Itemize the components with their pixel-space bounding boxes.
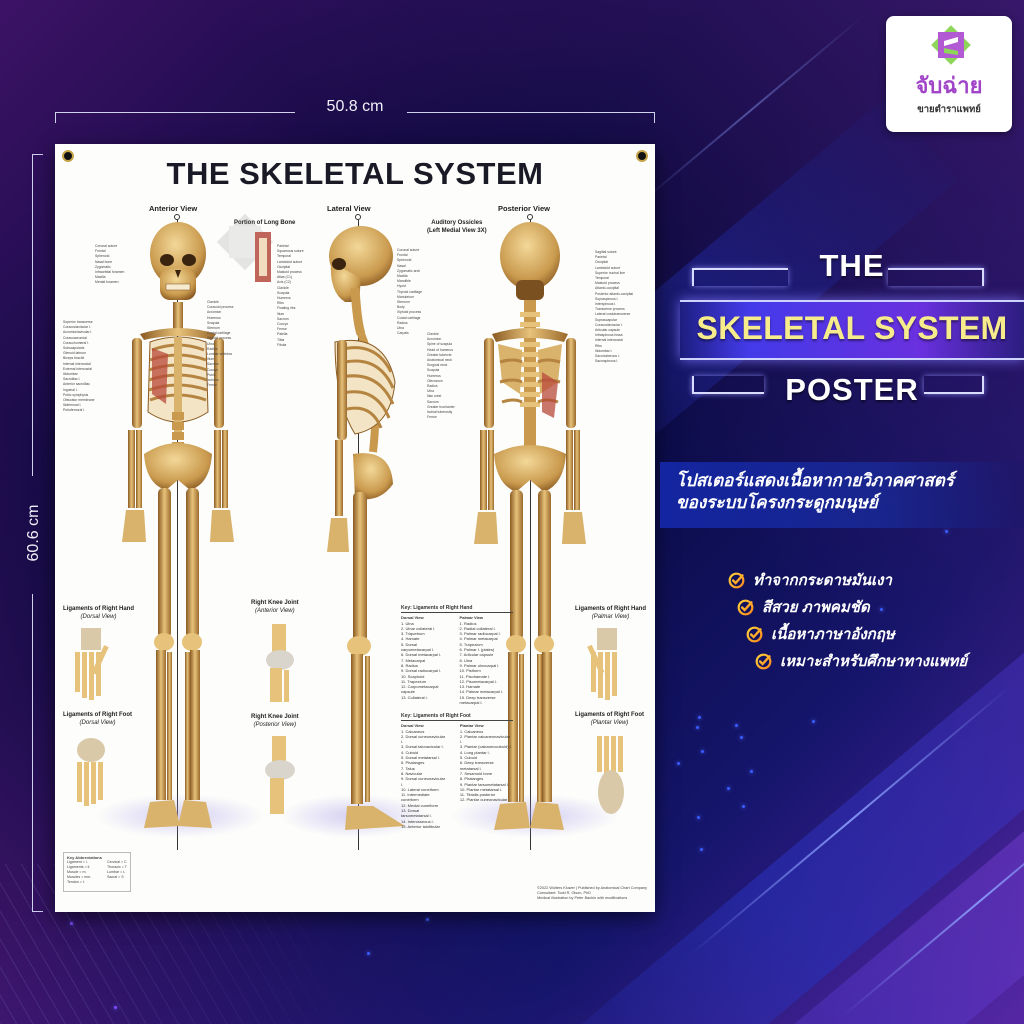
brand-tagline: ขายตำราแพทย์ (917, 104, 981, 115)
foot-plantar-title: Ligaments of Right Foot (Plantar View) (575, 712, 644, 726)
decor-dot (740, 736, 743, 739)
feature-item: เหมาะสำหรับศึกษาทางแพทย์ (755, 649, 967, 673)
long-bone-title: Portion of Long Bone (234, 220, 296, 226)
anterior-skeleton-illustration (122, 222, 234, 828)
grommet-left (62, 150, 74, 162)
foot-dorsal-title: Ligaments of Right Foot (Dorsal View) (63, 712, 132, 726)
feature-item: ทำจากกระดาษมันเงา (728, 568, 892, 592)
brand-logo[interactable]: จับฉ่าย ขายตำราแพทย์ (886, 16, 1012, 132)
foot-dorsal-illustration (77, 738, 105, 806)
brand-name: จับฉ่าย (915, 73, 983, 98)
decor-dot (727, 787, 730, 790)
decor-dot (945, 530, 948, 533)
check-circle-icon (755, 653, 772, 669)
hand-palmar-illustration (587, 628, 617, 700)
decor-dot (735, 724, 738, 727)
frame-corner-bottom-left (692, 376, 764, 394)
width-label: 50.8 cm (326, 98, 384, 115)
poster-title: THE SKELETAL SYSTEM (166, 156, 544, 191)
decor-dot (70, 922, 73, 925)
foot-plantar-illustration (597, 736, 624, 814)
posterior-skeleton-illustration (474, 222, 586, 830)
key-foot-ligaments: Key: Ligaments of Right Foot Dorsal View… (401, 713, 513, 829)
key-abbreviations-box: Key Abbreviations Ligament = l.Ligaments… (63, 852, 131, 892)
skeletal-poster: THE SKELETAL SYSTEM Anterior View Latera… (55, 144, 655, 912)
hand-dorsal-illustration (75, 628, 109, 700)
grommet-right (636, 150, 648, 162)
lateral-view-title: Lateral View (327, 204, 371, 213)
decor-dot (367, 952, 370, 955)
decor-dot (812, 720, 815, 723)
feature-item: สีสวย ภาพคมชัด (737, 595, 870, 619)
decor-dot (880, 608, 883, 611)
decor-dot (697, 816, 700, 819)
feature-item: เนื้อหาภาษาอังกฤษ (746, 622, 895, 646)
headline-poster: POSTER (785, 372, 919, 407)
ossicles-title: Auditory Ossicles (Left Medial View 3X) (427, 220, 487, 234)
headline-band (680, 300, 1024, 360)
midline-marker (355, 214, 361, 220)
midline-marker (174, 214, 180, 220)
product-description: โปสเตอร์แสดงเนื้อหากายวิภาคศาสตร์ ของระบ… (676, 471, 954, 512)
headline-skeletal-system: SKELETAL SYSTEM (696, 310, 1008, 346)
check-circle-icon (737, 599, 754, 615)
hand-dorsal-title: Ligaments of Right Hand (Dorsal View) (63, 606, 134, 620)
decor-dot (698, 716, 701, 719)
width-dimension: 50.8 cm (55, 98, 655, 123)
check-circle-icon (746, 626, 763, 642)
decor-dot (114, 1006, 117, 1009)
description-band (660, 462, 1024, 528)
decor-dot (700, 848, 703, 851)
knee-posterior-title: Right Knee Joint (Posterior View) (251, 714, 299, 728)
knee-anterior-title: Right Knee Joint (Anterior View) (251, 600, 299, 614)
lateral-skeleton-illustration (327, 226, 405, 830)
frame-corner-top-left (692, 268, 788, 286)
decor-dot (696, 726, 699, 729)
posterior-view-title: Posterior View (498, 204, 550, 213)
headline-the: THE (819, 248, 885, 283)
publisher-credit: ©2022 Wolters Kluwer | Published by Anat… (537, 886, 647, 900)
frame-corner-top-right (888, 268, 984, 286)
check-circle-icon (728, 572, 745, 588)
height-label: 60.6 cm (25, 504, 42, 562)
anterior-view-title: Anterior View (149, 204, 198, 213)
frame-corner-bottom-right (924, 376, 984, 394)
hand-palmar-title: Ligaments of Right Hand (Palmar View) (575, 606, 646, 620)
midline (177, 220, 178, 850)
long-bone-illustration (255, 232, 271, 282)
midline (530, 220, 531, 850)
decor-dot (426, 918, 429, 921)
midline-marker (527, 214, 533, 220)
decor-dot (750, 770, 753, 773)
decor-dot (677, 762, 680, 765)
key-hand-ligaments: Key: Ligaments of Right Hand Dorsal View… (401, 605, 513, 705)
height-dimension: 60.6 cm (24, 154, 44, 912)
decor-dot (701, 750, 704, 753)
knee-anterior-illustration (266, 624, 294, 702)
decor-dot (742, 805, 745, 808)
knee-posterior-illustration (265, 736, 295, 814)
brand-mark-icon (931, 25, 971, 65)
